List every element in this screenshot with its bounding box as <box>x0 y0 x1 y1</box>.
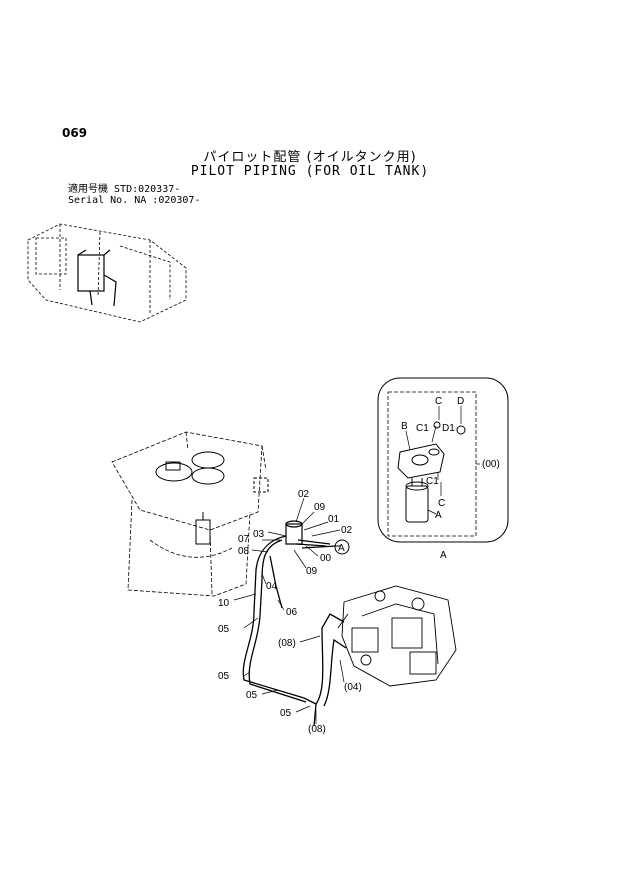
filter-assembly <box>397 421 466 523</box>
label-A-filter: A <box>435 510 442 521</box>
callout-05-b: 05 <box>218 671 230 682</box>
label-view-A: A <box>440 550 447 561</box>
label-group-00: (00) <box>482 459 500 470</box>
label-C1-bottom: C1 <box>426 476 439 487</box>
callout-07: 07 <box>238 534 250 545</box>
title-english: PILOT PIPING (FOR OIL TANK) <box>190 164 430 179</box>
callout-A-circle: A <box>338 543 345 554</box>
callout-08-paren-bottom: (08) <box>308 724 326 735</box>
label-C1-top: C1 <box>416 423 429 434</box>
pump-assembly <box>337 585 457 687</box>
detail-leaders <box>405 406 480 515</box>
callout-09-top: 09 <box>314 502 326 513</box>
serial-value-1: STD:020337- <box>114 184 181 195</box>
callout-10: 10 <box>218 598 230 609</box>
serial-label-2: Serial No. <box>68 195 129 206</box>
callout-03: 03 <box>253 529 265 540</box>
label-D1: D1 <box>442 423 455 434</box>
callout-05-d: 05 <box>280 708 292 719</box>
callout-00: 00 <box>320 553 332 564</box>
label-C-bottom: C <box>438 498 445 509</box>
serial-value-2: NA :020307- <box>134 195 201 206</box>
callout-06: 06 <box>286 607 298 618</box>
callout-08-paren-mid: (08) <box>278 638 296 649</box>
page-number: 069 <box>62 126 88 140</box>
serial-label-1: 適用号機 <box>68 184 108 195</box>
pilot-filter <box>285 520 337 549</box>
serial-row-1: 適用号機 STD:020337- <box>68 184 200 195</box>
oil-tank <box>111 431 267 597</box>
callout-04-paren: (04) <box>344 682 362 693</box>
callout-05-c: 05 <box>246 690 258 701</box>
label-B: B <box>401 421 408 432</box>
locator-highlight-tank <box>77 249 117 307</box>
serial-row-2: Serial No. NA :020307- <box>68 195 200 206</box>
callout-08: 08 <box>238 546 250 557</box>
callout-02-right: 02 <box>341 525 353 536</box>
title-japanese: パイロット配管 (オイルタンク用) <box>203 150 417 165</box>
callout-05-a: 05 <box>218 624 230 635</box>
tank-top-details <box>155 451 269 545</box>
detail-inner-frame <box>387 391 477 537</box>
detail-box <box>377 377 509 543</box>
label-C-top: C <box>435 396 442 407</box>
serial-info: 適用号機 STD:020337- Serial No. NA :020307- <box>68 184 200 206</box>
label-D: D <box>457 396 464 407</box>
callout-01: 01 <box>328 514 340 525</box>
callout-04: 04 <box>266 581 278 592</box>
main-leaders <box>233 497 345 724</box>
locator-thumbnail <box>27 223 187 323</box>
view-marker-A <box>334 539 350 555</box>
callout-09-bottom: 09 <box>306 566 318 577</box>
pilot-hoses <box>242 535 347 727</box>
callout-02-top: 02 <box>298 489 310 500</box>
